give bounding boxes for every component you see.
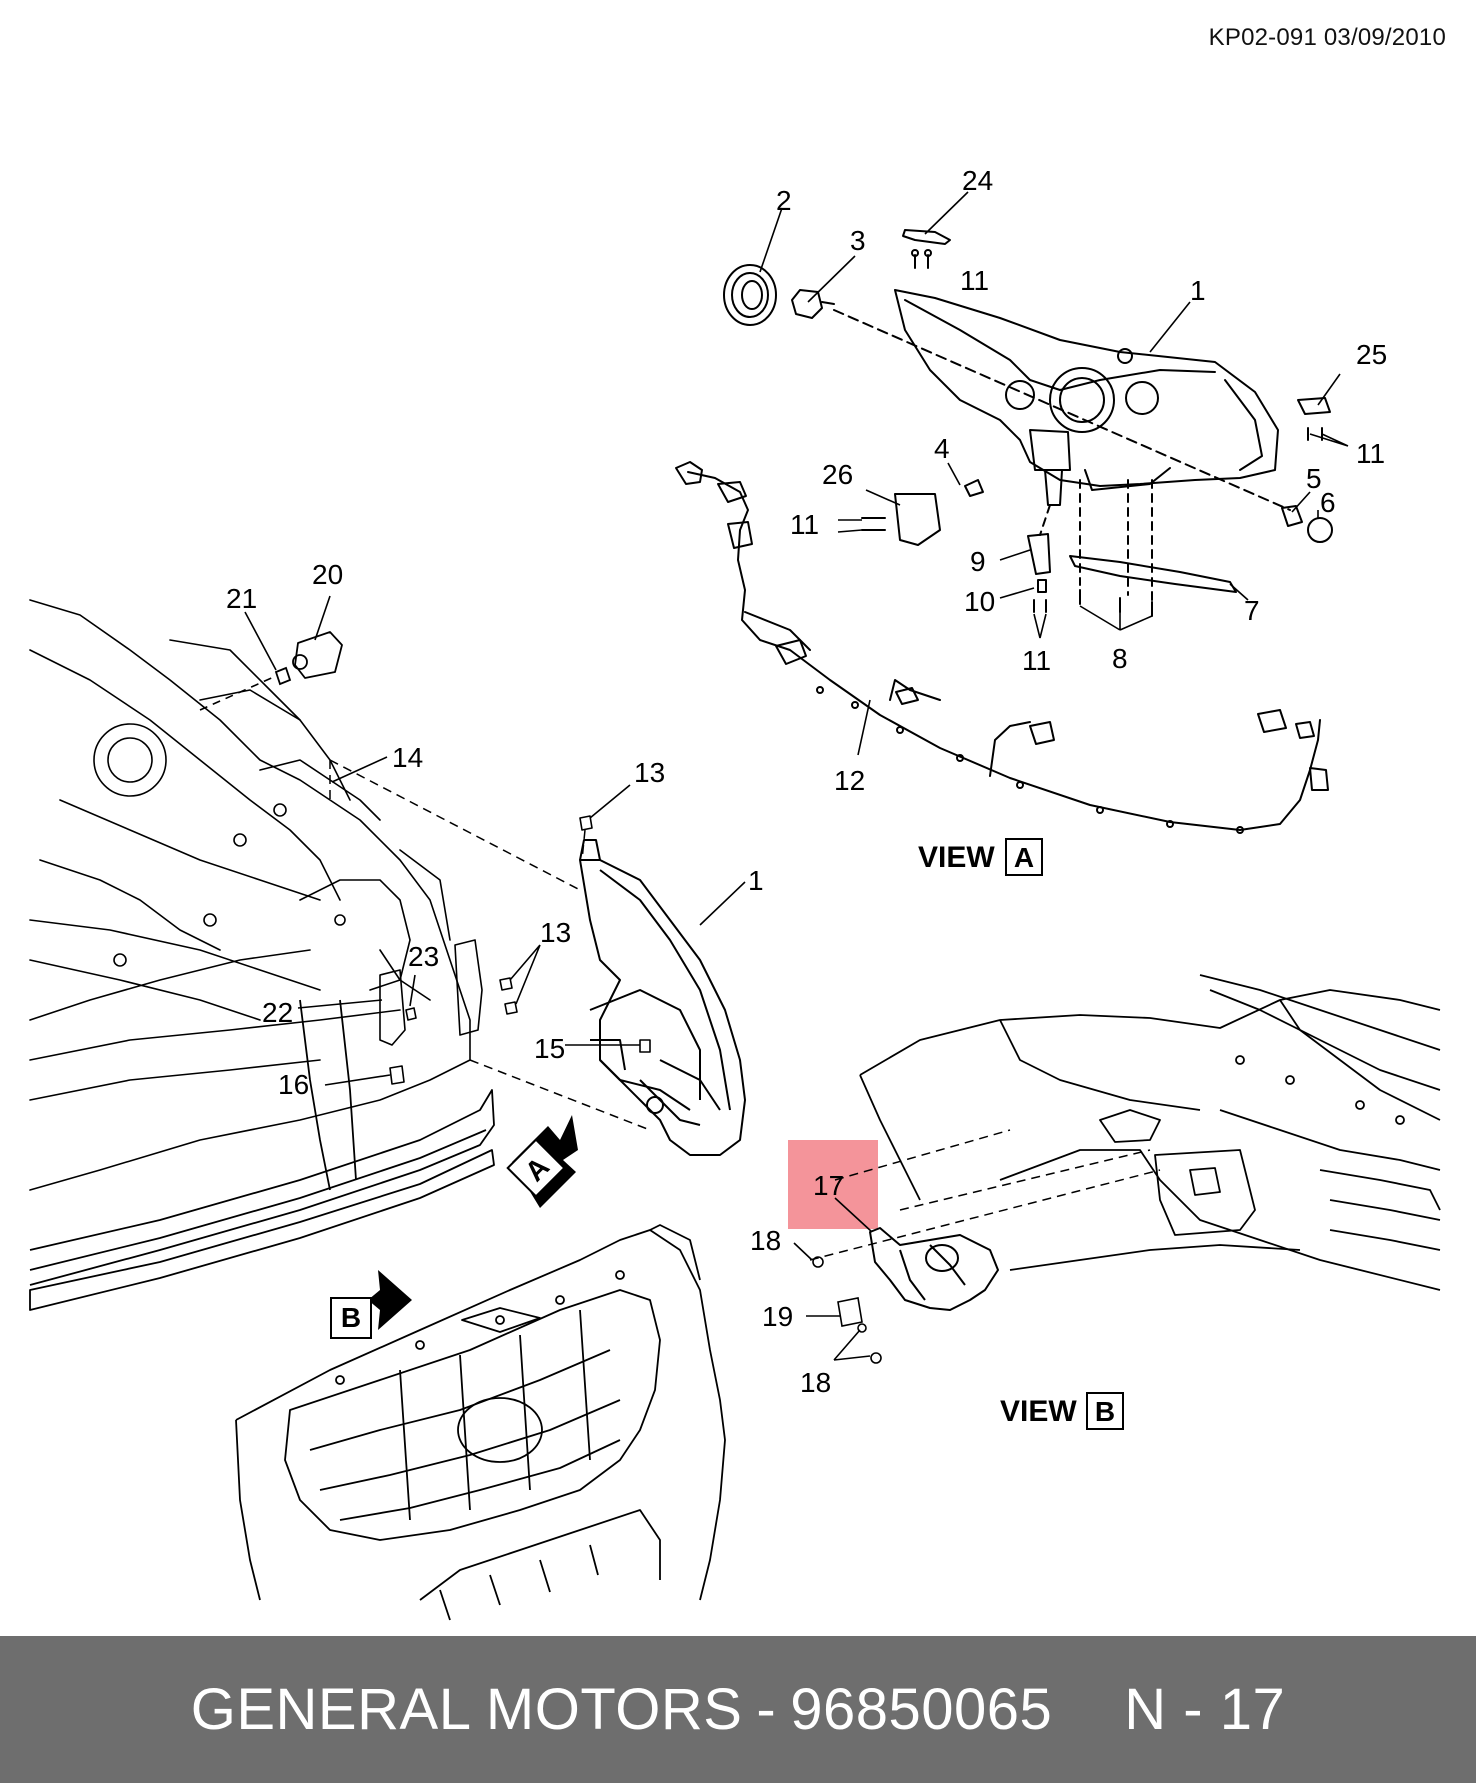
callout-24: 24 — [962, 165, 993, 196]
callout-18-bottom: 18 — [800, 1367, 831, 1398]
connector-19 — [837, 1297, 863, 1327]
bolt-23 — [405, 1007, 417, 1021]
callout-26: 26 — [822, 459, 853, 490]
footer-page-label: N - 17 — [1124, 1677, 1286, 1742]
view-b-letter: B — [1095, 1396, 1115, 1427]
callout-numbers: 24 2 3 11 1 25 11 4 26 11 5 6 9 10 7 11 … — [226, 165, 1387, 1398]
footer-text: GENERAL MOTORS-96850065 N - 17 — [191, 1676, 1286, 1743]
footer-banner: GENERAL MOTORS-96850065 N - 17 — [0, 1636, 1476, 1783]
pin-21 — [274, 666, 292, 686]
callout-5: 5 — [1306, 463, 1322, 494]
view-a-arrow — [506, 1115, 578, 1208]
bulb-4 — [964, 479, 984, 497]
footer-part-number: 96850065 — [790, 1677, 1053, 1742]
view-a-letter: A — [1014, 842, 1034, 873]
bulb-5 — [1281, 505, 1303, 527]
bracket-25 — [1297, 397, 1331, 415]
front-fascia-grille — [235, 1224, 726, 1621]
screw-18-bottom-a — [857, 1323, 867, 1333]
fog-lamp-bracket-17 — [869, 1227, 999, 1311]
callout-11-bottom: 11 — [1022, 645, 1051, 676]
bracket-20 — [292, 631, 343, 679]
footer-brand: GENERAL MOTORS — [190, 1677, 743, 1742]
nut-13-top — [579, 815, 593, 831]
callout-1-top: 1 — [1190, 275, 1206, 306]
headlamp-exploded-view — [723, 229, 1333, 617]
leader-lines — [244, 191, 1349, 1361]
callout-11-right: 11 — [1356, 438, 1385, 469]
screw-pair-11-top — [911, 249, 932, 269]
callout-17: 17 — [813, 1170, 844, 1201]
nut-13-upper — [499, 977, 513, 991]
item-10 — [1037, 579, 1047, 593]
clip-15 — [639, 1039, 651, 1053]
callout-13-top: 13 — [634, 757, 665, 788]
callout-14: 14 — [392, 742, 423, 773]
nut-13-lower — [504, 1001, 518, 1015]
callout-11-top: 11 — [960, 265, 989, 296]
view-a-word: VIEW — [918, 841, 995, 874]
view-b-label: VIEW B — [1000, 1392, 1124, 1430]
view-b-arrow-letter: B — [341, 1302, 361, 1333]
part-17-highlight — [788, 1140, 878, 1229]
view-b-word: VIEW — [1000, 1395, 1077, 1428]
trim-7 — [1069, 555, 1237, 593]
callout-3: 3 — [850, 225, 866, 256]
callout-21: 21 — [226, 583, 257, 614]
callout-13-mid: 13 — [540, 917, 571, 948]
callout-8: 8 — [1112, 643, 1128, 674]
callout-15: 15 — [534, 1033, 565, 1064]
front-body-structure — [29, 599, 471, 1191]
callout-7: 7 — [1244, 595, 1260, 626]
callout-16: 16 — [278, 1069, 309, 1100]
callout-10: 10 — [964, 586, 995, 617]
callout-2: 2 — [776, 185, 792, 216]
bumper-reinforcement — [29, 999, 495, 1311]
view-b-arrow — [330, 1270, 412, 1339]
callout-19: 19 — [762, 1301, 793, 1332]
view-b-bumper-fascia — [859, 974, 1441, 1291]
screw-18-top — [812, 1256, 824, 1268]
callout-22: 22 — [262, 997, 293, 1028]
clip-24 — [902, 229, 951, 245]
footer-separator: - — [756, 1677, 777, 1742]
callout-9: 9 — [970, 546, 986, 577]
callout-11-left: 11 — [790, 509, 819, 540]
exploded-parts-diagram: A B — [29, 165, 1441, 1621]
callout-20: 20 — [312, 559, 343, 590]
bracket-26 — [894, 493, 941, 546]
bulb-3 — [791, 289, 835, 319]
bracket-9 — [1027, 533, 1051, 575]
bracket-22 — [379, 969, 406, 1046]
document-reference: KP02-091 03/09/2010 — [1208, 24, 1446, 51]
screw-18-bottom-b — [870, 1352, 882, 1364]
callout-12: 12 — [834, 765, 865, 796]
socket-6 — [1307, 517, 1333, 543]
callout-25: 25 — [1356, 339, 1387, 370]
bracket-side — [454, 939, 483, 1036]
callout-4: 4 — [934, 433, 950, 464]
seal-2 — [723, 264, 777, 326]
callout-1-mid: 1 — [748, 865, 764, 896]
headlamp-assembly — [579, 839, 746, 1156]
callout-6: 6 — [1320, 487, 1336, 518]
clip-16 — [389, 1065, 405, 1085]
callout-23: 23 — [408, 941, 439, 972]
wiring-harness-12 — [675, 461, 1329, 834]
view-a-label: VIEW A — [918, 838, 1043, 876]
callout-18-top: 18 — [750, 1225, 781, 1256]
